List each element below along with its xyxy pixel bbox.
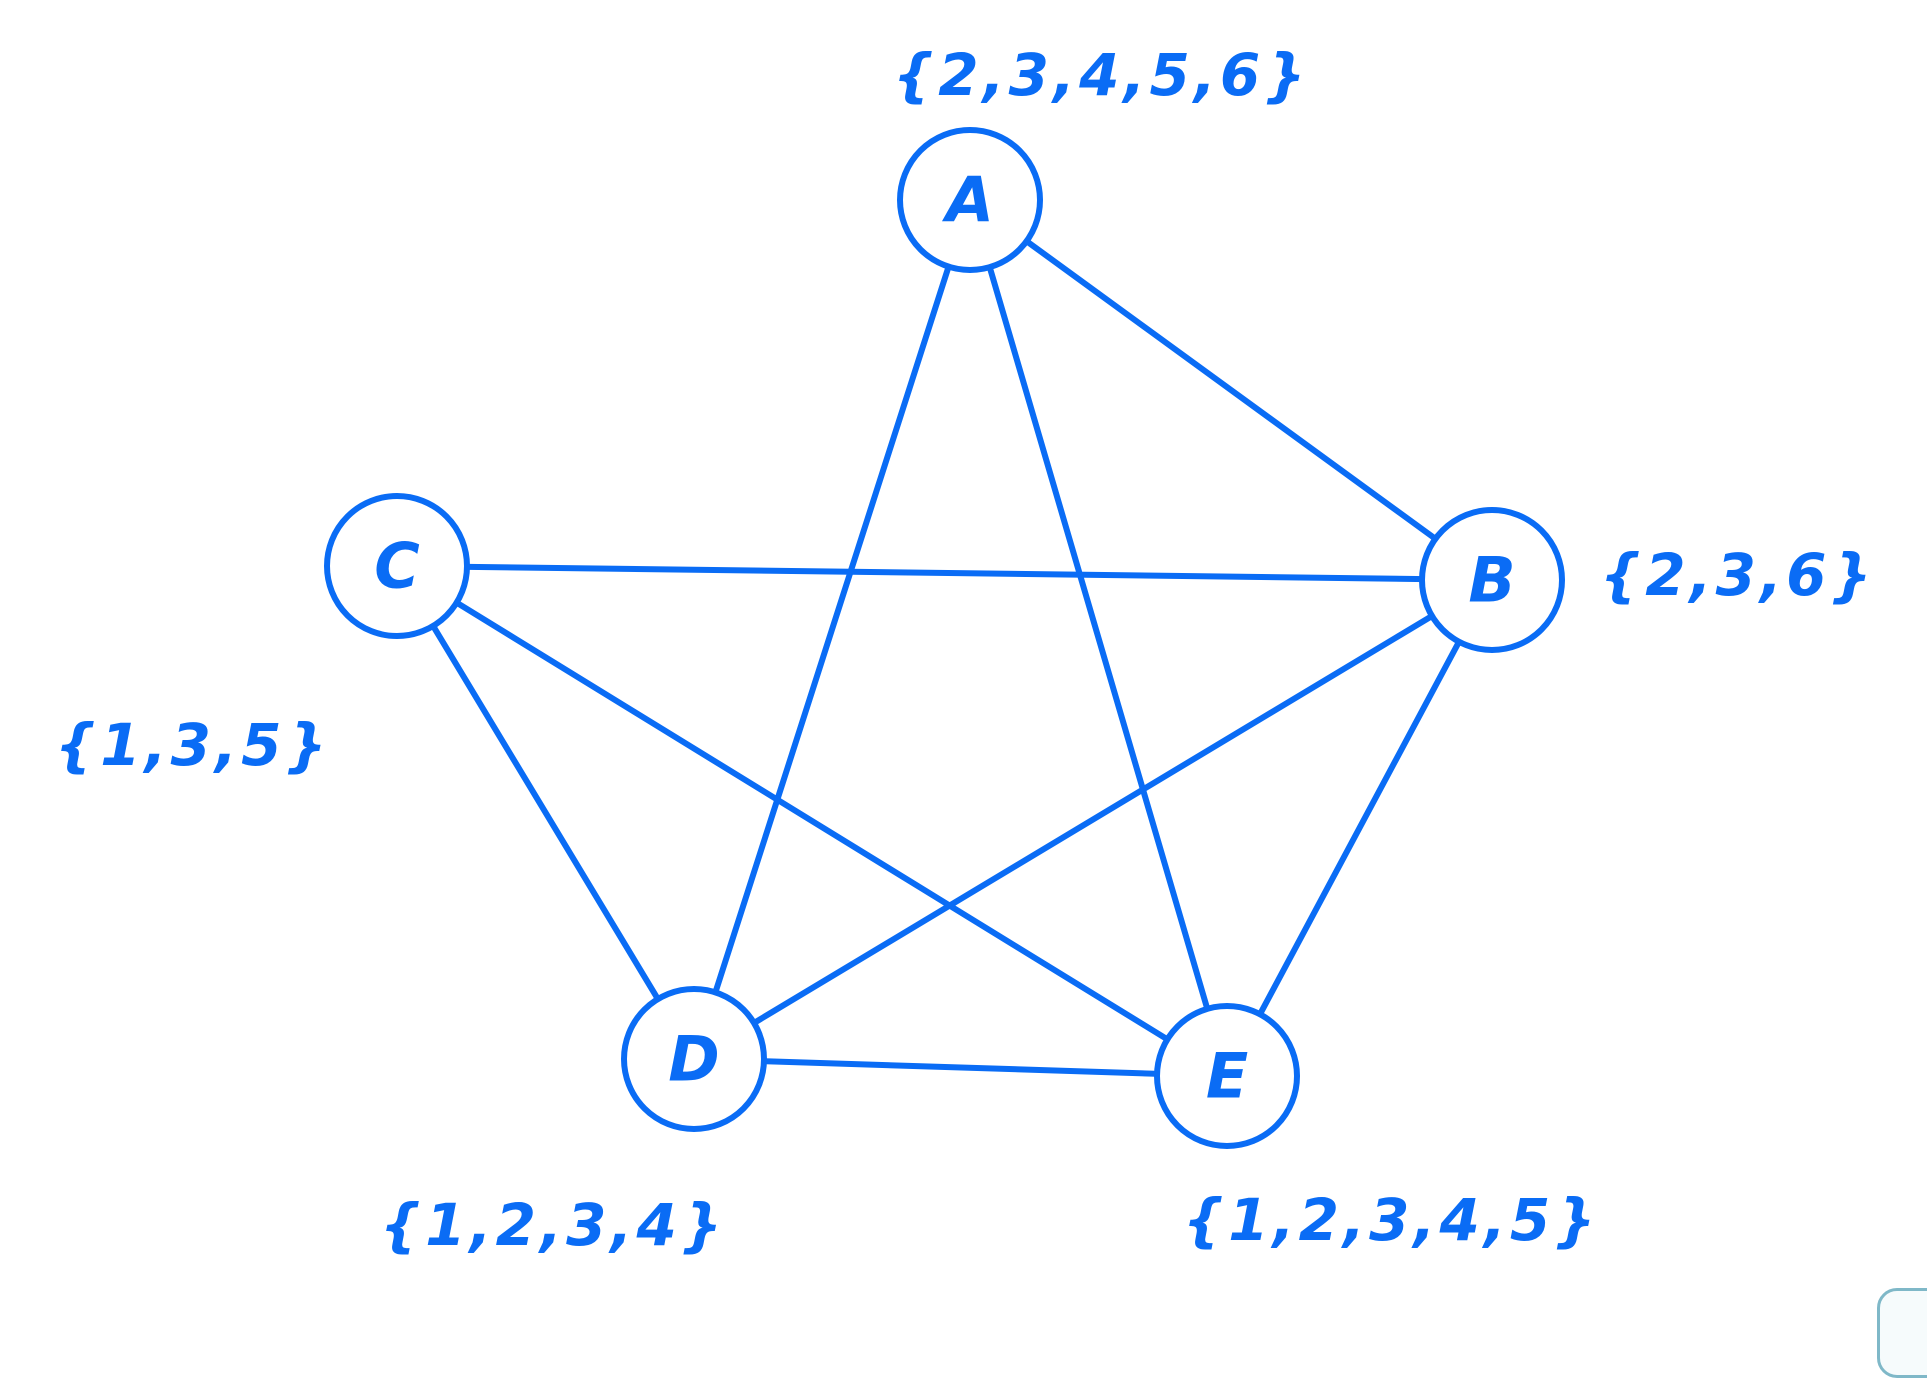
- edge-a-e: [967, 197, 1230, 1079]
- node-c-circle: [324, 493, 470, 639]
- edge-c-e: [394, 563, 1230, 1079]
- node-a: A: [897, 127, 1043, 273]
- edge-b-c: [394, 563, 1495, 583]
- edge-b-e: [1224, 577, 1495, 1079]
- node-e-circle: [1154, 1003, 1300, 1149]
- node-a-circle: [897, 127, 1043, 273]
- node-e: E: [1154, 1003, 1300, 1149]
- node-a-set: {2,3,4,5,6}: [893, 41, 1310, 109]
- edge-a-b: [967, 197, 1495, 583]
- edge-d-e: [691, 1056, 1230, 1079]
- node-d-circle: [621, 986, 767, 1132]
- node-d: D: [621, 986, 767, 1132]
- sets-layer: {2,3,4,5,6} {2,3,6} {1,3,5} {1,2,3,4} {1…: [55, 41, 1876, 1259]
- node-e-set: {1,2,3,4,5}: [1183, 1186, 1600, 1254]
- node-a-label: A: [941, 164, 994, 237]
- node-d-set: {1,2,3,4}: [380, 1191, 726, 1259]
- corner-badge: [1877, 1288, 1927, 1378]
- node-b: B: [1419, 507, 1565, 653]
- node-b-label: B: [1468, 544, 1515, 617]
- node-c: C: [324, 493, 470, 639]
- node-c-label: C: [374, 530, 420, 603]
- graph-diagram: A B C D E {2,3,4,5,6} {2,3,6} {1,3,5} {1…: [55, 41, 1876, 1259]
- node-e-label: E: [1206, 1040, 1248, 1113]
- edge-c-d: [394, 563, 697, 1062]
- node-b-set: {2,3,6}: [1600, 541, 1876, 609]
- node-b-circle: [1419, 507, 1565, 653]
- nodes-layer: A B C D E: [324, 127, 1565, 1149]
- edge-b-d: [691, 577, 1495, 1062]
- node-c-set: {1,3,5}: [55, 711, 331, 779]
- edge-a-d: [691, 197, 973, 1062]
- node-d-label: D: [668, 1023, 719, 1096]
- edges-layer: [394, 197, 1495, 1079]
